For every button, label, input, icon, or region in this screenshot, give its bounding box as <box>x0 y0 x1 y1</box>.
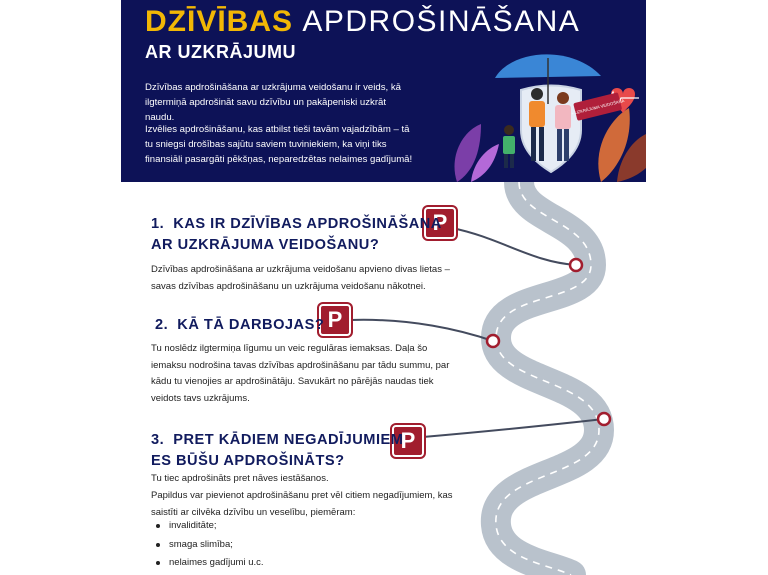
list-item: nelaimes gadījumi u.c. <box>151 554 264 573</box>
parking-sign-icon: P <box>424 207 456 239</box>
section-2-title: 2. KĀ TĀ DARBOJAS? <box>155 315 324 336</box>
page-subtitle: AR UZKRĀJUMU <box>145 42 296 62</box>
parking-sign-icon: P <box>392 425 424 457</box>
page-title: DZĪVĪBAS APDROŠINĀŠANA <box>145 4 580 40</box>
intro-paragraph-1: Dzīvības apdrošināšana ar uzkrājuma veid… <box>145 82 401 123</box>
list-item: smaga slimība; <box>151 536 264 555</box>
family-umbrella-illustration: + UZKRĀJUMA VEIDOŠANA <box>454 54 646 182</box>
section-1-title-line2: AR UZKRĀJUMA VEIDOŠANU? <box>151 237 380 253</box>
list-item: invaliditāte; <box>151 517 264 536</box>
section-3-bullet-list: invaliditāte; smaga slimība; nelaimes ga… <box>151 517 264 573</box>
section-2-title-line1: KĀ TĀ DARBOJAS? <box>177 317 325 333</box>
title-rest: APDROŠINĀŠANA <box>302 5 581 38</box>
road-pin-3 <box>596 411 612 427</box>
section-1-number: 1. <box>151 216 165 232</box>
section-3-title: 3. PRET KĀDIEM NEGADĪJUMIEM ES BŪŠU APDR… <box>151 430 403 472</box>
section-3-body-1: Tu tiec apdrošināts pret nāves iestāšano… <box>151 473 329 484</box>
title-highlight: DZĪVĪBAS <box>145 5 294 38</box>
intro-paragraph-2: Izvēlies apdrošināšanu, kas atbilst tieš… <box>145 124 413 165</box>
road-pin-2 <box>485 333 501 349</box>
section-3-title-line2: ES BŪŠU APDROŠINĀTS? <box>151 453 345 469</box>
section-1-title: 1. KAS IR DZĪVĪBAS APDROŠINĀŠANA AR UZKR… <box>151 214 442 256</box>
hero-banner: DZĪVĪBAS APDROŠINĀŠANA AR UZKRĀJUMU Dzīv… <box>121 0 646 182</box>
infographic-page: DZĪVĪBAS APDROŠINĀŠANA AR UZKRĀJUMU Dzīv… <box>121 0 646 575</box>
parking-sign-icon: P <box>319 304 351 336</box>
section-3-body-2: Papildus var pievienot apdrošināšanu pre… <box>151 490 453 518</box>
road-pin-1 <box>568 257 584 273</box>
section-1-title-line1: KAS IR DZĪVĪBAS APDROŠINĀŠANA <box>173 216 442 232</box>
section-3-title-line1: PRET KĀDIEM NEGADĪJUMIEM <box>173 432 404 448</box>
section-3-number: 3. <box>151 432 165 448</box>
section-1-body: Dzīvības apdrošināšana ar uzkrājuma veid… <box>151 264 450 292</box>
section-2-number: 2. <box>155 317 169 333</box>
section-2-body: Tu noslēdz ilgtermiņa līgumu un veic reg… <box>151 343 450 404</box>
winding-road-graphic <box>349 182 615 575</box>
